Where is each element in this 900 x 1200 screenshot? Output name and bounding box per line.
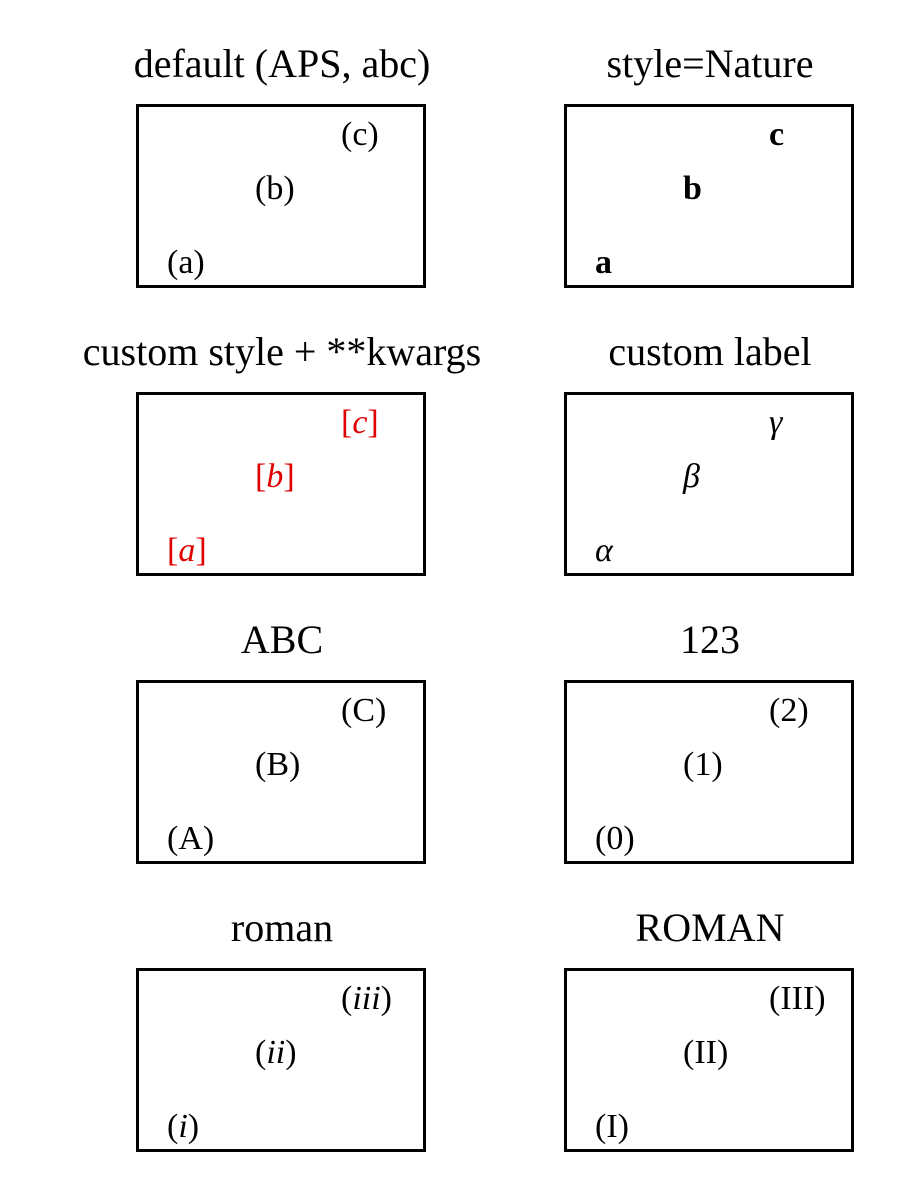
panel-label-inner: ii <box>266 1034 286 1071</box>
panel-label: c <box>769 116 785 153</box>
panel-box: [a] [b] [c] <box>136 392 426 576</box>
panel-title: default (APS, abc) <box>133 41 431 86</box>
panel-title: ROMAN <box>635 905 785 950</box>
panel-box: (i) (ii) (iii) <box>136 968 426 1152</box>
panel-label: (I) <box>595 1108 629 1145</box>
panel-box: (I) (II) (III) <box>564 968 854 1152</box>
panel-box: (a) (b) (c) <box>136 104 426 288</box>
panel-label: (C) <box>341 692 387 729</box>
panel-label: (i) <box>167 1108 200 1145</box>
panel-label-inner: a <box>178 532 196 569</box>
panel-title: custom style + **kwargs <box>82 329 482 374</box>
panel-label: (c) <box>341 116 379 153</box>
panel-label: [b] <box>255 458 295 495</box>
panel-box: α β γ <box>564 392 854 576</box>
panel-title: custom label <box>608 329 812 374</box>
panel-label: (1) <box>683 746 723 783</box>
panel-label: α <box>595 532 613 569</box>
panel-label-inner: iii <box>352 980 381 1017</box>
panel-label: (II) <box>683 1034 729 1071</box>
panel-label: (0) <box>595 820 635 857</box>
panel-label: b <box>683 170 702 207</box>
panel-box: a b c <box>564 104 854 288</box>
panel-title: style=Nature <box>606 41 814 86</box>
panel-label: (ii) <box>255 1034 297 1071</box>
panel-title: roman <box>230 905 334 950</box>
panel-label: (b) <box>255 170 295 207</box>
panel-label: (a) <box>167 244 205 281</box>
panel-label: [a] <box>167 532 207 569</box>
panel-label: γ <box>769 404 783 441</box>
panel-label: (A) <box>167 820 215 857</box>
panel-label: (B) <box>255 746 301 783</box>
panel-label-inner: c <box>352 404 368 441</box>
panel-box: (0) (1) (2) <box>564 680 854 864</box>
panel-title: ABC <box>240 617 324 662</box>
panel-label: (iii) <box>341 980 392 1017</box>
panel-label: (2) <box>769 692 809 729</box>
panel-title: 123 <box>680 617 740 662</box>
panel-label: a <box>595 244 612 281</box>
panel-label: [c] <box>341 404 379 441</box>
panel-label-inner: i <box>178 1108 188 1145</box>
panel-label-inner: b <box>266 458 284 495</box>
panel-box: (A) (B) (C) <box>136 680 426 864</box>
panel-label: (III) <box>769 980 826 1017</box>
panel-label: β <box>683 458 700 495</box>
